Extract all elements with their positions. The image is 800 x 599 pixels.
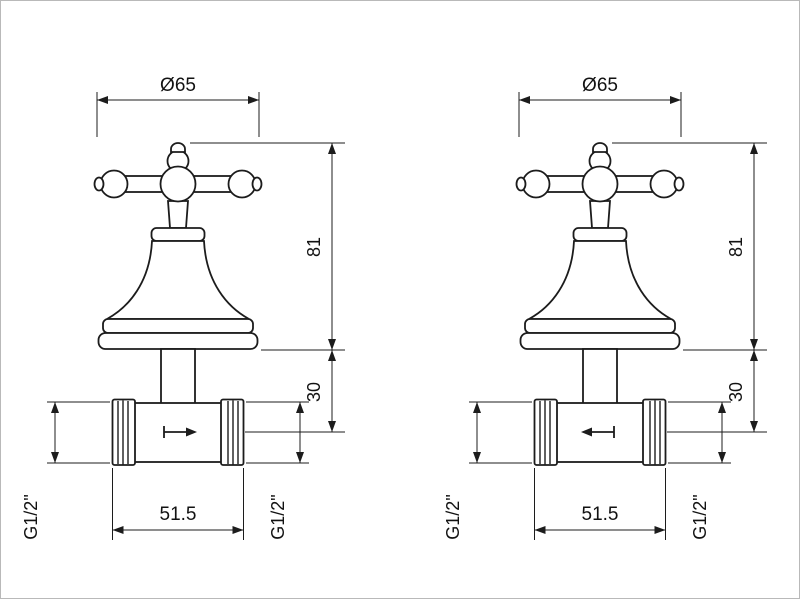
label-body-width: 51.5 [160,504,197,525]
label-thread-right: G1/2" [690,494,710,539]
valve-drawing-right: Ø65 81 30 51.5 G1/2" G1/2" [443,75,768,541]
valve-drawing-left: Ø65 81 30 51.5 G1/2" G1/2" [21,75,346,541]
label-handle-diameter: Ø65 [582,75,618,96]
label-thread-right: G1/2" [268,494,288,539]
label-wall-depth: 30 [304,382,324,402]
label-thread-left: G1/2" [21,494,41,539]
label-body-width: 51.5 [582,504,619,525]
label-wall-depth: 30 [726,382,746,402]
label-thread-left: G1/2" [443,494,463,539]
label-handle-diameter: Ø65 [160,75,196,96]
label-body-height: 81 [304,237,324,257]
label-body-height: 81 [726,237,746,257]
